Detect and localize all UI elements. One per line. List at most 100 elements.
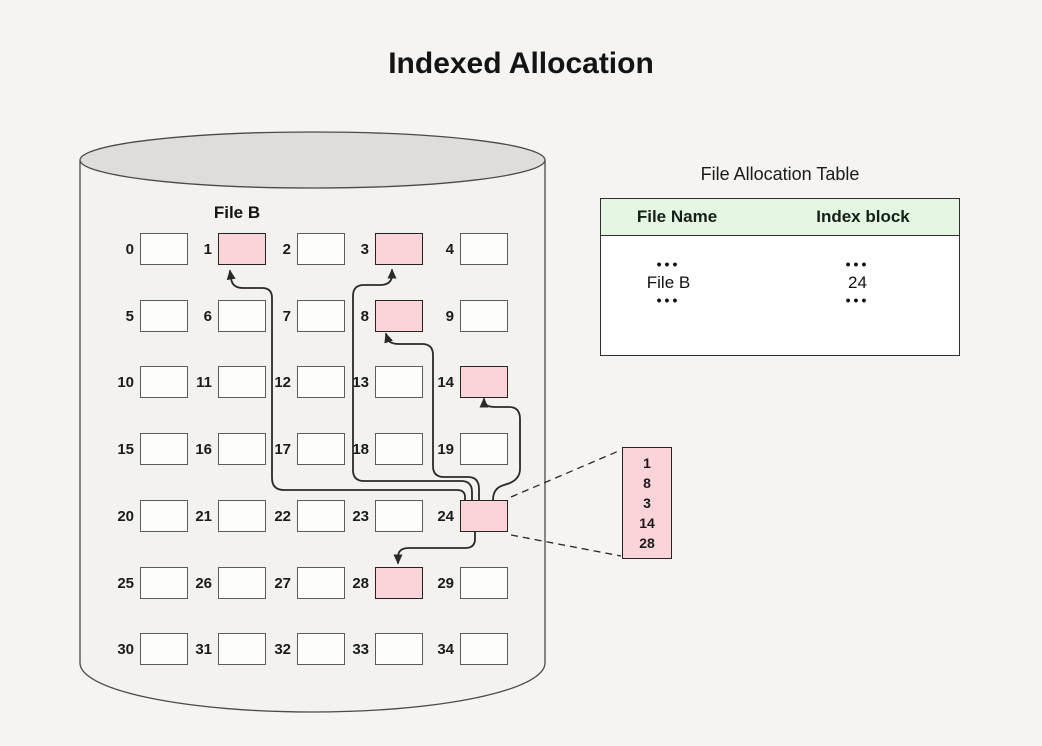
block-number-label: 12 (274, 373, 291, 391)
block-number-label: 33 (352, 640, 369, 658)
index-block-detail: 1 8 3 14 28 (622, 447, 672, 559)
block-rect (375, 233, 423, 265)
block-rect (375, 300, 423, 332)
block-number-label: 9 (445, 307, 454, 325)
block-rect (375, 633, 423, 665)
index-entry: 8 (643, 475, 651, 491)
index-entry: 28 (639, 535, 655, 551)
block-rect (460, 567, 508, 599)
block-rect (218, 233, 266, 265)
disk-block-21: 21 (178, 500, 266, 532)
block-rect (460, 300, 508, 332)
block-rect (140, 433, 188, 465)
disk-block-12: 12 (257, 366, 345, 398)
block-rect (375, 366, 423, 398)
disk-block-29: 29 (420, 567, 508, 599)
block-rect (375, 500, 423, 532)
block-rect (140, 500, 188, 532)
block-number-label: 24 (437, 507, 454, 525)
disk-block-18: 18 (335, 433, 423, 465)
disk-block-31: 31 (178, 633, 266, 665)
disk-block-33: 33 (335, 633, 423, 665)
block-rect (140, 300, 188, 332)
disk-block-20: 20 (100, 500, 188, 532)
block-number-label: 19 (437, 440, 454, 458)
block-rect (218, 633, 266, 665)
fat-file-name-value: File B (646, 273, 691, 292)
disk-block-26: 26 (178, 567, 266, 599)
block-rect (297, 233, 345, 265)
block-rect (460, 433, 508, 465)
disk-block-1: 1 (178, 233, 266, 265)
block-rect (297, 633, 345, 665)
block-number-label: 28 (352, 574, 369, 592)
fat-header-index-block: Index block (816, 207, 910, 226)
block-number-label: 21 (195, 507, 212, 525)
block-number-label: 25 (117, 574, 134, 592)
ellipsis-dots: ••• (656, 292, 681, 308)
disk-block-15: 15 (100, 433, 188, 465)
dashed-line-bottom (510, 534, 622, 557)
block-number-label: 29 (437, 574, 454, 592)
fat-box: File Name Index block ••• File B ••• •••… (600, 198, 960, 356)
block-number-label: 30 (117, 640, 134, 658)
arrow-block24-to-block8 (384, 332, 480, 501)
block-rect (375, 567, 423, 599)
fat-header-row: File Name Index block (601, 199, 959, 236)
block-number-label: 15 (117, 440, 134, 458)
disk-block-14: 14 (420, 366, 508, 398)
block-number-label: 1 (203, 240, 212, 258)
disk-block-23: 23 (335, 500, 423, 532)
block-number-label: 13 (352, 373, 369, 391)
disk-block-25: 25 (100, 567, 188, 599)
ellipsis-dots: ••• (845, 292, 870, 308)
index-entry: 14 (639, 515, 655, 531)
disk-block-24: 24 (420, 500, 508, 532)
disk-block-9: 9 (420, 300, 508, 332)
block-number-label: 34 (437, 640, 454, 658)
disk-block-10: 10 (100, 366, 188, 398)
block-number-label: 0 (125, 240, 134, 258)
block-number-label: 26 (195, 574, 212, 592)
block-number-label: 32 (274, 640, 291, 658)
block-rect (460, 633, 508, 665)
block-number-label: 31 (195, 640, 212, 658)
block-number-label: 22 (274, 507, 291, 525)
fat-header-file-name: File Name (636, 207, 718, 226)
block-number-label: 2 (282, 240, 291, 258)
block-number-label: 20 (117, 507, 134, 525)
file-allocation-table: File Allocation Table File Name Index bl… (600, 164, 960, 356)
disk-block-0: 0 (100, 233, 188, 265)
block-rect (140, 233, 188, 265)
block-number-label: 18 (352, 440, 369, 458)
block-number-label: 14 (437, 373, 454, 391)
disk-block-13: 13 (335, 366, 423, 398)
dashed-line-top (510, 449, 622, 498)
disk-block-11: 11 (178, 366, 266, 398)
disk-block-17: 17 (257, 433, 345, 465)
disk-block-4: 4 (420, 233, 508, 265)
block-number-label: 10 (117, 373, 134, 391)
disk-cylinder-top (79, 131, 546, 189)
fat-index-block-value: 24 (848, 273, 867, 292)
block-number-label: 11 (196, 373, 212, 391)
disk-block-8: 8 (335, 300, 423, 332)
fat-title: File Allocation Table (700, 164, 860, 184)
block-number-label: 23 (352, 507, 369, 525)
disk-block-22: 22 (257, 500, 345, 532)
block-number-label: 8 (360, 307, 369, 325)
disk-block-30: 30 (100, 633, 188, 665)
disk-block-27: 27 (257, 567, 345, 599)
block-rect (218, 567, 266, 599)
block-number-label: 16 (195, 440, 212, 458)
fat-column-index-block: ••• 24 ••• (768, 257, 947, 308)
fat-body: ••• File B ••• ••• 24 ••• (601, 236, 959, 307)
disk-block-16: 16 (178, 433, 266, 465)
block-number-label: 3 (360, 240, 369, 258)
block-rect (460, 500, 508, 532)
fat-column-file-name: ••• File B ••• (579, 257, 758, 308)
disk-block-7: 7 (257, 300, 345, 332)
disk-block-19: 19 (420, 433, 508, 465)
disk-block-32: 32 (257, 633, 345, 665)
